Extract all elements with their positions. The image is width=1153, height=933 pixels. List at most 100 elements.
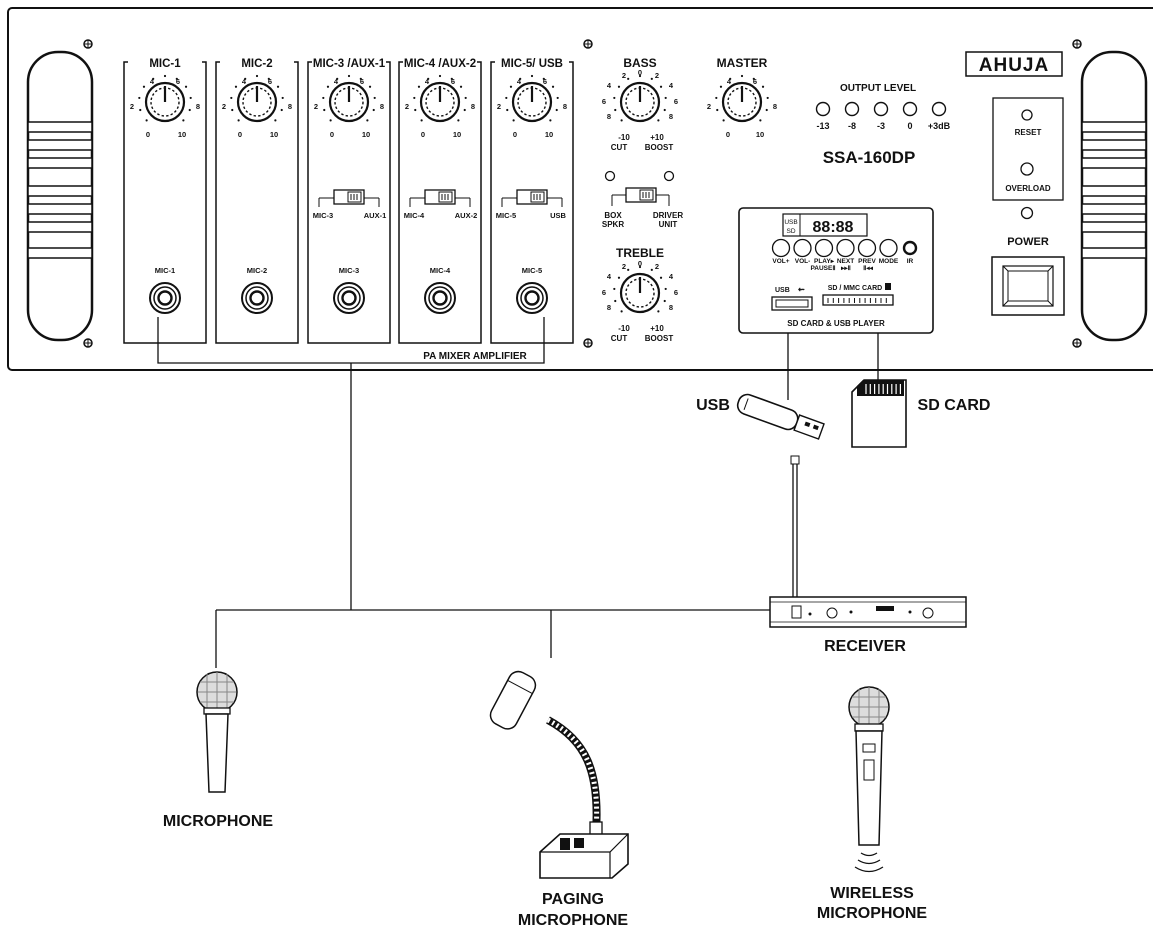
player-button-play[interactable]	[814, 238, 834, 258]
player-display	[782, 213, 868, 237]
output-level-led	[902, 101, 918, 117]
input-select-switch[interactable]	[409, 189, 471, 207]
input-jack[interactable]	[516, 282, 548, 314]
switch-left-label: MIC-4	[404, 211, 425, 220]
jack-label: MIC-1	[155, 266, 175, 275]
master-scale-10: 10	[756, 130, 764, 139]
input-jack[interactable]	[424, 282, 456, 314]
treble-scale-r4: 8	[669, 303, 673, 312]
channel-gain-knob[interactable]	[230, 74, 284, 123]
overload-led	[1020, 162, 1034, 176]
screw-icon	[1072, 338, 1082, 348]
screw-icon	[83, 338, 93, 348]
brand-logo: AHUJA	[965, 51, 1063, 77]
bass-scale-r3: 6	[674, 97, 678, 106]
input-jack[interactable]	[149, 282, 181, 314]
output-level-title: OUTPUT LEVEL	[840, 83, 916, 94]
treble-cut-label: CUT	[611, 334, 628, 343]
treble-cut-value: -10	[618, 324, 630, 333]
switch-left-label: MIC-3	[313, 211, 333, 220]
knob-scale-10: 10	[362, 130, 370, 139]
player-button-label: VOL+	[772, 258, 789, 265]
player-button-mode[interactable]	[879, 238, 898, 258]
bass-boost-label: BOOST	[645, 143, 674, 152]
player-button-vol-[interactable]	[793, 238, 812, 258]
player-button-next[interactable]	[836, 238, 855, 258]
channel-gain-knob[interactable]	[505, 74, 559, 123]
treble-scale-l4: 8	[607, 303, 611, 312]
treble-scale-r1: 2	[655, 262, 659, 271]
wired-microphone-icon	[196, 671, 238, 793]
input-jack[interactable]	[333, 282, 365, 314]
speaker-select-switch[interactable]	[611, 187, 670, 206]
model-label: SSA-160DP	[823, 148, 916, 167]
knob-scale-0: 0	[330, 130, 334, 139]
output-level-led	[815, 101, 831, 117]
knob-scale-2: 2	[130, 102, 134, 111]
knob-scale-4: 4	[242, 77, 247, 86]
bass-scale-l1: 2	[622, 71, 626, 80]
output-level-value: -8	[848, 121, 856, 131]
driver-unit-led	[663, 170, 675, 182]
knob-scale-0: 0	[146, 130, 150, 139]
power-switch[interactable]	[991, 256, 1065, 316]
knob-scale-2: 2	[497, 102, 501, 111]
bass-cut-value: -10	[618, 133, 630, 142]
switch-right-label: AUX-2	[455, 211, 478, 220]
channel-title: MIC-2	[241, 58, 272, 70]
player-button-prev[interactable]	[857, 238, 877, 258]
display-source-sd: SD	[786, 228, 795, 235]
bass-scale-r2: 4	[669, 81, 674, 90]
bass-scale-l3: 6	[602, 97, 606, 106]
input-select-switch[interactable]	[318, 189, 380, 207]
player-button-vol+[interactable]	[771, 238, 791, 258]
bass-scale-r1: 2	[655, 71, 659, 80]
usb-symbol-icon: ⇜	[798, 285, 805, 294]
output-level-value: +3dB	[928, 121, 951, 131]
output-level-value: -13	[816, 121, 829, 131]
player-button-label: PLAY▸	[814, 258, 835, 265]
knob-scale-10: 10	[270, 130, 278, 139]
treble-boost-label: BOOST	[645, 334, 674, 343]
bass-label: BASS	[623, 56, 656, 70]
output-level-value: 0	[907, 121, 912, 131]
switch-right-label: USB	[550, 211, 566, 220]
output-level-led	[873, 101, 889, 117]
channel-gain-knob[interactable]	[322, 74, 376, 123]
channel-title: MIC-3 /AUX-1	[313, 58, 386, 70]
power-label: POWER	[1007, 236, 1049, 248]
treble-scale-c: 0	[638, 259, 642, 268]
channel-gain-knob[interactable]	[413, 74, 467, 123]
knob-scale-10: 10	[178, 130, 186, 139]
knob-scale-6: 6	[360, 77, 364, 86]
sd-symbol-icon	[885, 283, 891, 290]
jack-label: MIC-5	[522, 266, 542, 275]
knob-scale-4: 4	[150, 77, 155, 86]
master-label: MASTER	[717, 56, 768, 70]
wireless-label-2: MICROPHONE	[817, 905, 928, 922]
panel-label: PA MIXER AMPLIFIER	[423, 351, 527, 362]
channel-gain-knob[interactable]	[138, 74, 192, 123]
knob-scale-2: 2	[222, 102, 226, 111]
knob-scale-4: 4	[334, 77, 339, 86]
receiver-icon	[769, 455, 967, 628]
knob-scale-8: 8	[288, 102, 292, 111]
usb-drive-icon	[736, 393, 825, 440]
bass-scale-r4: 8	[669, 112, 673, 121]
treble-scale-l3: 6	[602, 288, 606, 297]
knob-scale-2: 2	[314, 102, 318, 111]
reset-button[interactable]	[1021, 109, 1033, 121]
treble-boost-value: +10	[650, 324, 664, 333]
sd-card-slot[interactable]	[822, 294, 894, 306]
player-button-ir[interactable]	[902, 240, 918, 256]
input-jack[interactable]	[241, 282, 273, 314]
input-select-switch[interactable]	[501, 189, 563, 207]
box-label: BOX	[604, 211, 622, 220]
